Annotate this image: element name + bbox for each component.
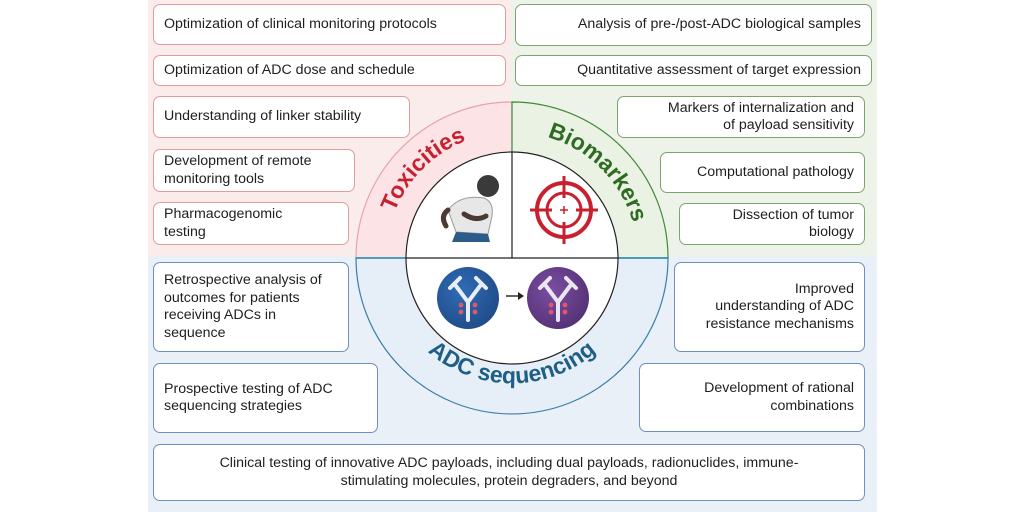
toxicities-item-1: Optimization of clinical monitoring prot… xyxy=(153,4,506,45)
biomarkers-item-1: Analysis of pre-/post-ADC biological sam… xyxy=(515,4,872,46)
sequencing-item-2: Prospective testing of ADC sequencing st… xyxy=(153,363,378,433)
toxicities-item-2: Optimization of ADC dose and schedule xyxy=(153,55,506,86)
sequencing-item-5: Clinical testing of innovative ADC paylo… xyxy=(153,444,865,501)
biomarkers-item-4: Computational pathology xyxy=(660,152,865,193)
sequencing-item-1: Retrospective analysis of outcomes for p… xyxy=(153,262,349,352)
antibody-sequence-icon xyxy=(437,267,589,329)
toxicities-item-5: Pharmacogenomic testing xyxy=(153,202,349,245)
patient-in-pain-icon xyxy=(440,175,499,242)
central-hub-diagram: Toxicities Biomarkers ADC sequencing xyxy=(355,101,669,415)
biomarkers-item-5: Dissection of tumor biology xyxy=(679,203,865,245)
biomarkers-item-2: Quantitative assessment of target expres… xyxy=(515,55,872,86)
biomarkers-item-3: Markers of internalization and of payloa… xyxy=(617,96,865,138)
toxicities-item-4: Development of remote monitoring tools xyxy=(153,149,355,192)
sequencing-item-3: Improved understanding of ADC resistance… xyxy=(674,262,865,352)
toxicities-item-3: Understanding of linker stability xyxy=(153,96,410,138)
sequencing-item-4: Development of rational combinations xyxy=(639,363,865,432)
target-crosshair-icon xyxy=(530,176,598,244)
